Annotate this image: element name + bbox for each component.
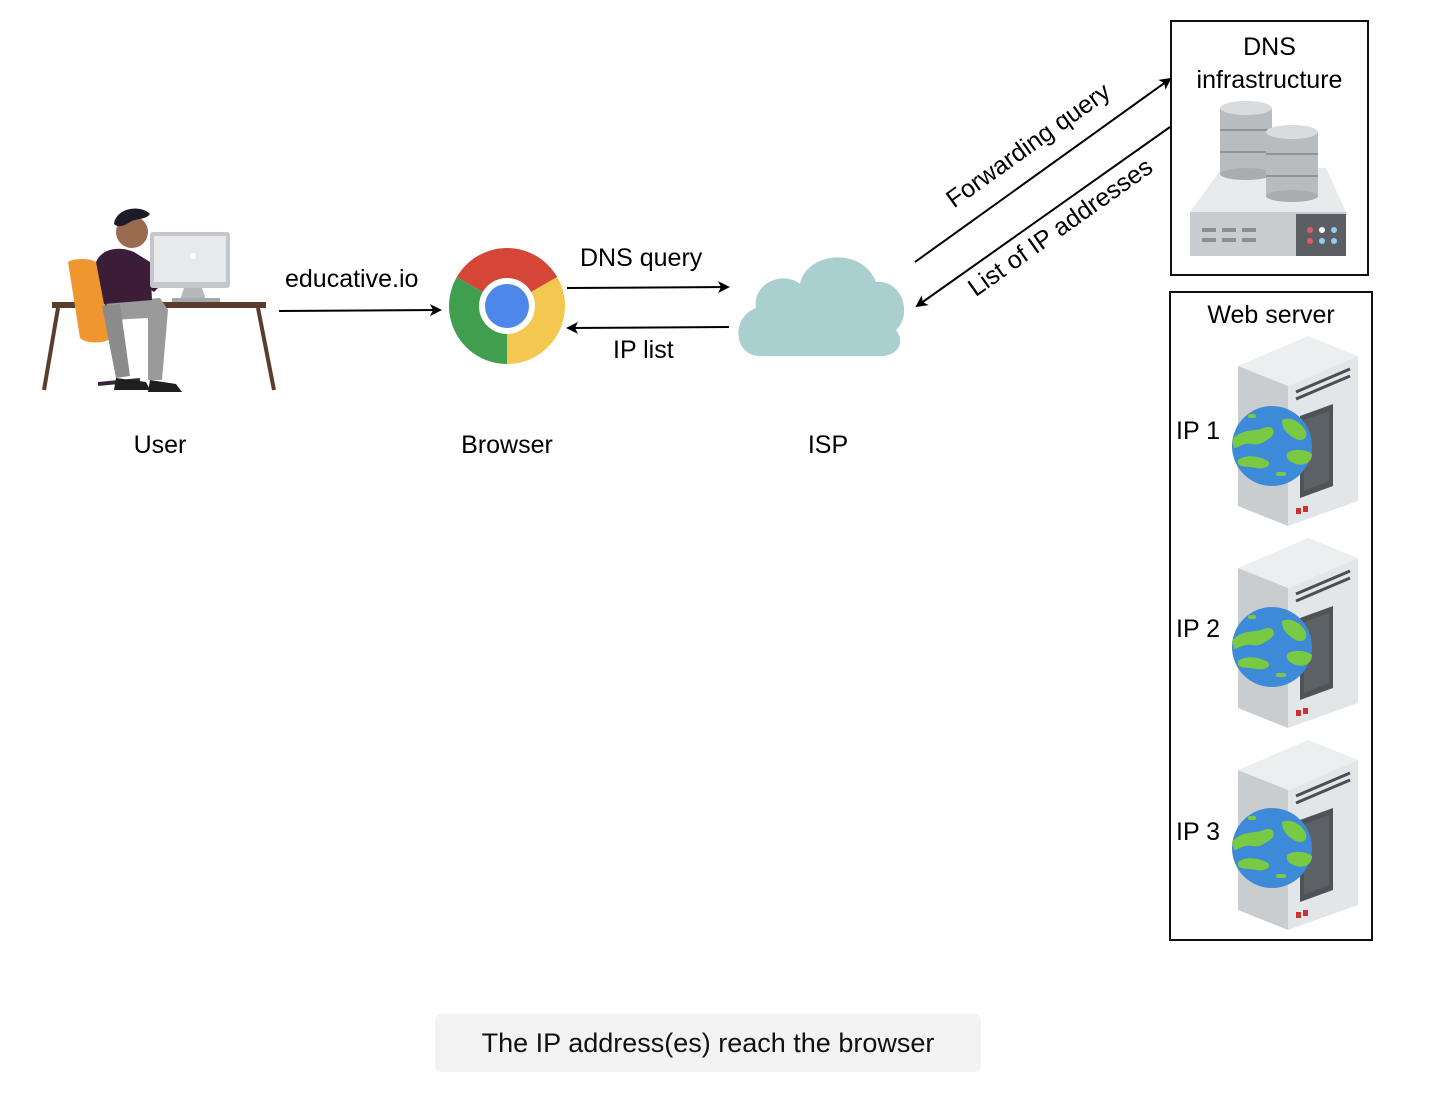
cloud-icon bbox=[738, 257, 905, 357]
arrow-user-to-browser bbox=[278, 304, 442, 317]
node-label-isp: ISP bbox=[807, 431, 849, 459]
arrow-browser-to-isp bbox=[566, 281, 730, 294]
edge-label-educative-io: educative.io bbox=[285, 265, 419, 293]
web-server-title: Web server bbox=[1207, 301, 1335, 329]
arrow-dns-to-isp bbox=[915, 126, 1171, 308]
edge-label-dns-query: DNS query bbox=[580, 244, 703, 272]
globe-icon bbox=[1232, 808, 1312, 888]
node-label-browser: Browser bbox=[461, 431, 553, 459]
globe-icon bbox=[1232, 406, 1312, 486]
database-server-icon bbox=[1190, 101, 1346, 256]
arrow-isp-to-browser bbox=[566, 321, 730, 334]
ip-label-1: IP 1 bbox=[1176, 417, 1221, 445]
caption-text: The IP address(es) reach the browser bbox=[481, 1027, 935, 1058]
chrome-browser-icon bbox=[449, 248, 565, 364]
dns-title-line-2: infrastructure bbox=[1196, 66, 1343, 94]
user-at-desk-icon bbox=[42, 208, 276, 392]
caption-box: The IP address(es) reach the browser bbox=[435, 1014, 981, 1072]
ip-label-2: IP 2 bbox=[1176, 615, 1221, 643]
ip-label-3: IP 3 bbox=[1176, 818, 1221, 846]
edge-label-ip-list: IP list bbox=[613, 336, 674, 364]
arrow-isp-to-dns bbox=[914, 77, 1172, 263]
globe-icon bbox=[1232, 607, 1312, 687]
dns-title-line-1: DNS bbox=[1243, 33, 1296, 61]
node-label-user: User bbox=[133, 431, 187, 459]
dns-infrastructure-title: DNS infrastructure bbox=[1171, 31, 1368, 97]
